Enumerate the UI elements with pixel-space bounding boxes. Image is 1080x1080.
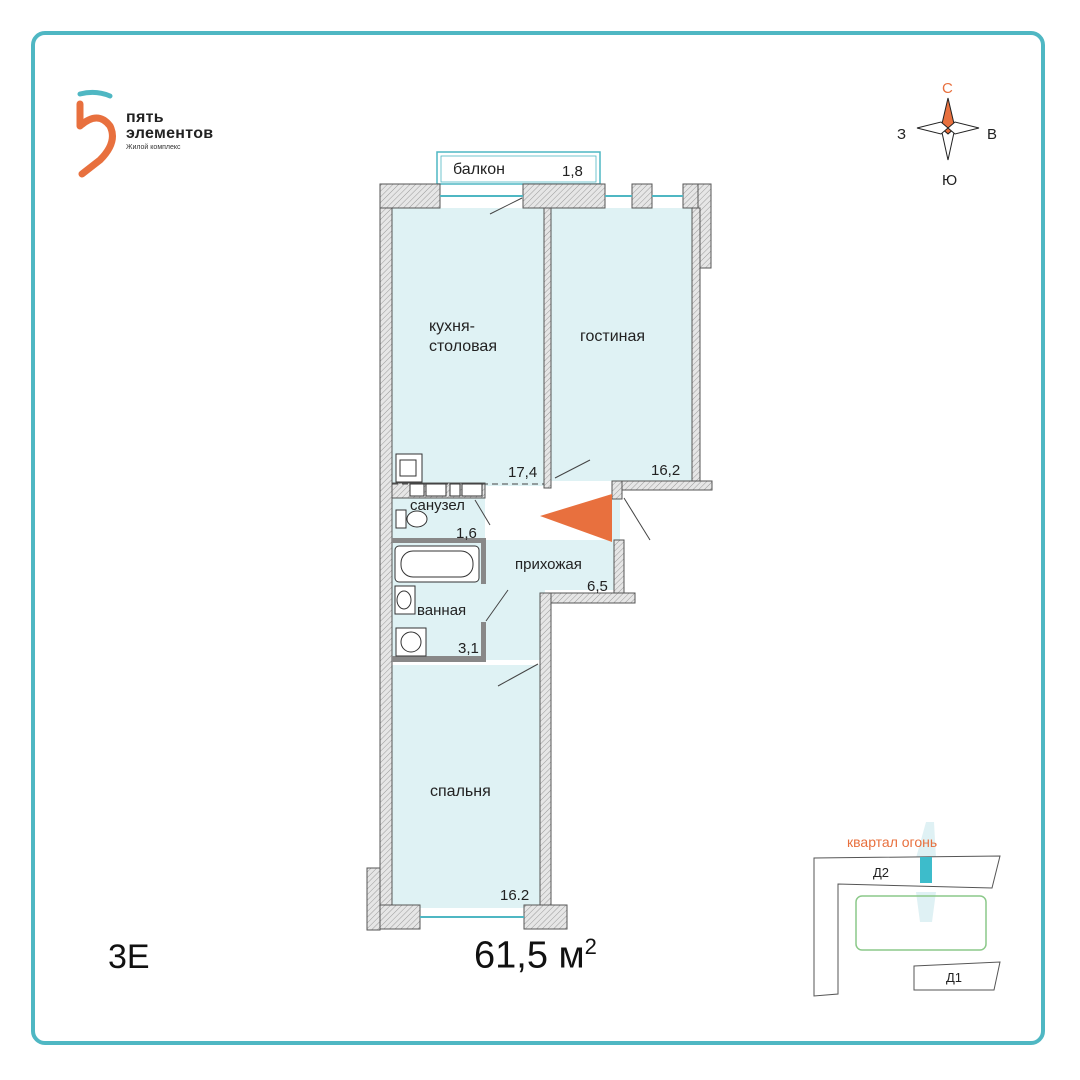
brand-name-line1: пять — [126, 109, 164, 126]
living-area: 16,2 — [651, 462, 681, 479]
toilet-icon — [395, 509, 407, 529]
apartment-area-value: 61,5 м — [474, 934, 585, 977]
bedroom-room — [392, 665, 540, 908]
room-fills — [392, 208, 692, 908]
apartment-location-marker — [920, 857, 932, 883]
five-elements-logo-icon — [76, 89, 116, 178]
compass-east: В — [987, 126, 998, 143]
bedroom-label: спальня — [430, 783, 491, 800]
balcony — [436, 151, 601, 185]
apartment-code: 3Е — [108, 938, 150, 976]
apartment-area-unit: 2 — [584, 934, 597, 959]
balcony-area: 1,8 — [562, 163, 583, 180]
building-d2-outline — [813, 855, 1001, 997]
brand-logo: пять элементов Жилой комплекс — [76, 88, 266, 188]
windows — [420, 195, 683, 918]
bedroom-area: 16.2 — [500, 887, 530, 904]
balcony-label: балкон — [453, 161, 505, 178]
wc-area: 1,6 — [456, 525, 477, 542]
page-frame — [31, 31, 1045, 1045]
compass-north: С — [942, 80, 953, 97]
wc-label: санузел — [410, 497, 465, 514]
kvartal-label: квартал огонь — [847, 834, 938, 850]
compass-south: Ю — [942, 172, 958, 189]
bath-label: ванная — [417, 602, 467, 619]
kitchen-area: 17,4 — [508, 464, 538, 481]
bathtub-icon — [394, 545, 480, 583]
compass-rose-icon — [916, 97, 980, 161]
brand-tagline: Жилой комплекс — [126, 144, 181, 151]
brand-name-line2: элементов — [126, 125, 214, 142]
living-label: гостиная — [580, 328, 646, 345]
building-d2-label: Д2 — [873, 865, 890, 880]
kitchen-label-line2: столовая — [429, 338, 497, 355]
compass: С Ю З В — [893, 78, 1003, 193]
compass-west: З — [897, 126, 907, 143]
building-d1-label: Д1 — [946, 970, 963, 985]
kitchen-label-line1: кухня- — [429, 318, 476, 335]
fixtures — [394, 453, 483, 657]
cabinet-icon — [409, 483, 425, 497]
hall-area: 6,5 — [587, 578, 608, 595]
apartment-total-area: 61,5 м2 — [474, 934, 597, 978]
entrance-arrow-icon — [540, 494, 612, 542]
living-room — [549, 208, 692, 481]
courtyard-outline — [855, 895, 987, 951]
bath-area: 3,1 — [458, 640, 479, 657]
kitchen-room — [392, 208, 544, 486]
hall-label: прихожая — [515, 556, 582, 573]
building-d1-outline — [913, 961, 1001, 991]
